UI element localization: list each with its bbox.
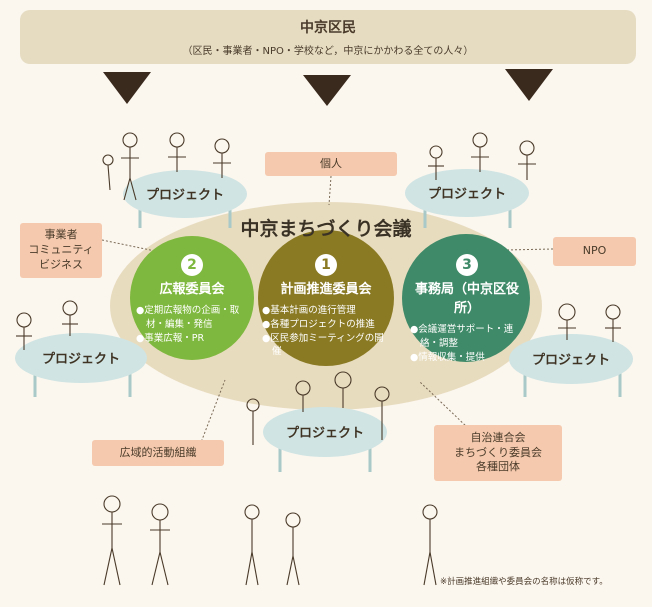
committee-circle-publicity xyxy=(130,236,254,360)
project-label: プロジェクト xyxy=(427,187,506,202)
tag-business: 事業者 コミュニティ ビジネス xyxy=(20,223,102,278)
council-title: 中京まちづくり会議 xyxy=(240,218,412,240)
tag-business-line: 事業者 xyxy=(44,228,78,242)
project-table-top-right xyxy=(405,169,529,228)
down-arrow-icon xyxy=(103,72,151,104)
project-table-top-left xyxy=(123,170,247,228)
committee-planning: 1 計画推進委員会 ●基本計画の進行管理 ●各種プロジェクトの推進 ●区民参加ミ… xyxy=(262,254,390,359)
project-label: プロジェクト xyxy=(285,426,364,441)
committee-item: ●基本計画の進行管理 xyxy=(262,305,356,316)
tag-business-line: ビジネス xyxy=(39,257,83,271)
committee-name: 広報委員会 xyxy=(159,282,225,297)
banner-subtitle: （区民・事業者・NPO・学校など，中京にかかわる全ての人々） xyxy=(182,46,474,57)
committee-publicity: 2 広報委員会 ●定期広報物の企画・取材・編集・発信 ●事業広報・PR xyxy=(136,254,248,345)
committee-number: 1 xyxy=(315,254,337,276)
people-sketches xyxy=(16,132,621,586)
committee-name: 計画推進委員会 xyxy=(280,282,372,297)
tag-local-line: まちづくり委員会 xyxy=(454,445,542,459)
banner-title: 中京区民 xyxy=(300,20,356,36)
tag-local-organizations: 自治連合会 まちづくり委員会 各種団体 xyxy=(434,425,562,481)
down-arrow-icon xyxy=(505,69,553,101)
committee-number: 3 xyxy=(456,254,478,276)
committee-item: ●定期広報物の企画・取材・編集・発信 xyxy=(136,305,240,330)
tag-local-line: 自治連合会 xyxy=(470,430,526,444)
down-arrow-icon xyxy=(303,75,351,106)
leader-lines xyxy=(101,175,554,446)
footnote: ※計画推進組織や委員会の名称は仮称です。 xyxy=(440,577,608,587)
tag-npo: NPO xyxy=(553,237,636,266)
committee-circle-planning xyxy=(258,230,394,366)
tag-individual: 個人 xyxy=(265,152,397,176)
committee-circle-secretariat xyxy=(402,234,530,362)
project-table-bottom xyxy=(263,407,387,472)
committee-item: ●区民参加ミーティングの開催 xyxy=(262,332,384,358)
committee-secretariat: 3 事務局（中京区役所） ●会議運営サポート・連絡・調整 ●情報収集・提供 xyxy=(410,254,524,364)
project-table-left xyxy=(15,333,147,397)
committee-item: ●各種プロジェクトの推進 xyxy=(262,318,375,330)
committee-item: ●会議運営サポート・連絡・調整 xyxy=(410,324,514,349)
tag-business-line: コミュニティ xyxy=(28,243,94,257)
project-table-right xyxy=(509,334,633,397)
tag-local-line: 各種団体 xyxy=(476,460,520,474)
committee-name: 事務局（中京区役所） xyxy=(414,282,519,316)
project-label: プロジェクト xyxy=(145,188,224,203)
committee-number: 2 xyxy=(181,254,203,276)
committee-item: ●情報収集・提供 xyxy=(410,351,485,363)
residents-banner: 中京区民 （区民・事業者・NPO・学校など，中京にかかわる全ての人々） xyxy=(20,10,636,64)
tag-wide-area: 広域的活動組織 xyxy=(92,440,224,466)
project-label: プロジェクト xyxy=(531,353,610,368)
committee-item: ●事業広報・PR xyxy=(136,332,205,344)
project-label: プロジェクト xyxy=(41,352,120,367)
